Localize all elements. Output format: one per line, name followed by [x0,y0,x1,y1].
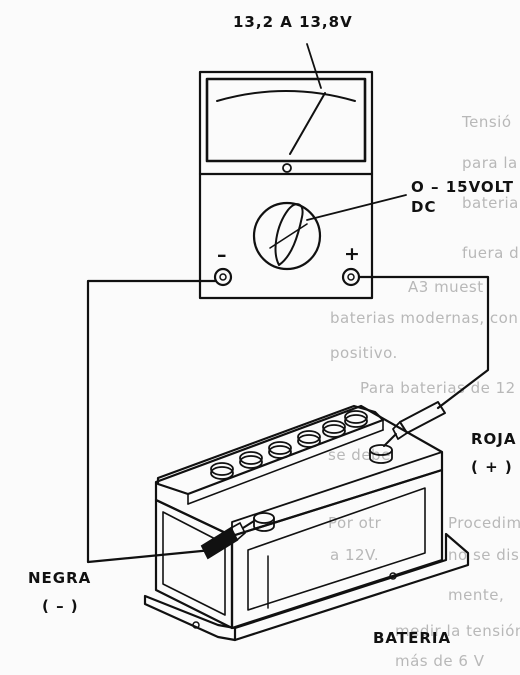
cell-cap [210,466,234,480]
black-wire-label: NEGRA [28,569,92,587]
cell-cap [322,424,346,438]
bg-text-line: para la [462,154,518,172]
cell-cap-top [239,451,263,465]
positive-post-body [369,449,393,464]
voltmeter-needle [289,92,326,155]
battery-base-flange [143,532,470,642]
meter-range-label: O – 15VOLT [411,178,514,196]
cell-cap-top [322,420,346,434]
meter-reading-label: 13,2 A 13,8V [233,13,353,31]
bg-text-line: baterias modernas, con un [330,309,520,327]
voltmeter-body [198,70,374,300]
cell-cap [268,445,292,459]
knob-grip [274,203,304,266]
battery-cell-caps [210,410,368,480]
range-selector-knob [252,201,322,271]
positive-jack [341,267,361,287]
cell-cap [239,455,263,469]
black-wire [86,279,217,564]
voltmeter-display-window [205,77,367,163]
cell-cap-top [297,430,321,444]
negative-jack [213,267,233,287]
bg-text-line: Para baterias de 12 V de 6 ce [360,379,520,397]
meter-range-unit-label: DC [411,198,437,216]
voltmeter-zero-adjust [282,163,292,173]
positive-terminal-post [369,444,393,464]
black-probe-collar [229,521,246,542]
black-probe [200,520,255,560]
battery-front-panel [162,511,226,616]
bg-text-line: más de 6 V [395,652,485,670]
negative-jack-sign: – [217,244,228,266]
negative-terminal-post [253,512,275,532]
knob-pointer [269,223,308,249]
negative-post-body [253,517,275,532]
bg-text-line: Procedim [448,514,520,532]
bg-text-line: Tensió [461,113,512,131]
bg-text-line: positivo. [330,344,398,362]
cell-cap-top [268,441,292,455]
battery-side-panel [247,487,426,611]
negative-post-top [253,512,275,524]
battery-base-hole [192,621,200,629]
bg-text-line: no se dispon [448,546,520,564]
bg-text-line: A3 muest [408,278,484,296]
black-wire-polarity: ( – ) [42,597,79,615]
red-wire-polarity: ( + ) [471,458,513,476]
cell-cap [297,434,321,448]
voltmeter [198,70,374,300]
battery-cap-strip-edge [187,429,384,505]
background-bleed-text: Tensió para la bateria fuera de A3 muest… [328,113,520,670]
bg-text-line: bateria [462,194,519,212]
bg-text-line: fuera de [462,244,520,262]
positive-jack-center [347,273,355,281]
bg-text-line: mente, [448,586,504,604]
battery-label: BATERIA [373,629,452,647]
reading-leader-line [306,43,322,89]
positive-post-top [369,444,393,456]
cell-cap-top [344,410,368,424]
cell-cap [344,414,368,428]
bg-text-line: se debe [328,446,391,464]
negative-jack-center [219,273,227,281]
positive-jack-sign: + [344,243,361,265]
bg-text-line: Por otr [328,514,382,532]
cell-cap-top [210,462,234,476]
battery [143,404,470,642]
range-leader-line [306,194,407,221]
black-probe-tip [242,520,255,529]
voltmeter-scale-arc [216,90,356,102]
knob-outer-ring [252,201,322,271]
red-probe-tip [383,433,397,447]
red-wire-label: ROJA [471,430,517,448]
bg-text-line: a 12V. [330,546,379,564]
red-wire [357,275,490,410]
bg-text-line: medir la tensión positivo y la [395,622,520,640]
